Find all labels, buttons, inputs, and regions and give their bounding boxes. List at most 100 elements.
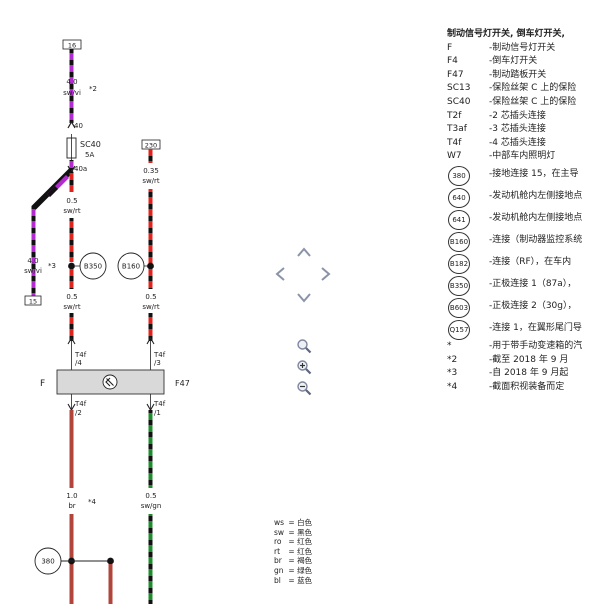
legend-item: 640-发动机舱内左侧接地点 (447, 186, 604, 208)
legend-desc: -连接（制动器监控系统 (489, 234, 583, 245)
pan-down-button[interactable] (296, 292, 312, 304)
color-key-row: sw = 黑色 (274, 528, 312, 538)
color-key-row: ws = 白色 (274, 518, 312, 528)
wire-size-label: 0.5 (145, 492, 156, 500)
legend-code: T2f (447, 110, 462, 121)
legend-code-circled: 641 (448, 209, 470, 230)
color-key-equals: = (286, 527, 298, 537)
junction-dot (147, 262, 154, 270)
legend-desc: -自 2018 年 9 月起 (489, 368, 569, 379)
legend-item: B160-连接（制动器监控系统 (447, 230, 604, 252)
fuse-name-label: SC40 (80, 140, 101, 149)
legend-item: F4-倒车灯开关 (447, 55, 604, 69)
color-name: 红色 (297, 546, 313, 556)
legend-code: SC40 (447, 96, 471, 107)
color-key-row: bl = 蓝色 (274, 576, 312, 586)
zoom-fit-button[interactable] (296, 338, 312, 354)
wire-br-right-low (108, 564, 113, 604)
legend-desc: -制动踏板开关 (489, 69, 547, 80)
legend-item: 641 -发动机舱内左侧接地点 (447, 208, 604, 230)
wire-size-label: 4.0 (66, 78, 77, 86)
switch-pin-label: /1 (154, 409, 161, 417)
ground-node-380: 380 (34, 547, 62, 575)
legend-desc: -3 芯插头连接 (489, 124, 546, 135)
wire-sw-rt-left-mid (69, 218, 74, 262)
pan-right-button[interactable] (320, 266, 332, 282)
legend-desc: -接地连接 15，在主导 (489, 168, 579, 179)
legend-code: *4 (447, 381, 458, 392)
pin-arrow-icon (67, 120, 76, 129)
color-abbr: br (274, 556, 282, 566)
pan-up-button[interactable] (296, 246, 312, 258)
switch-right-label: F47 (175, 379, 190, 388)
legend-code-circled: B350 (448, 275, 470, 296)
wire-sw-rt-left-mid2 (69, 269, 74, 289)
legend-desc: -发动机舱内左侧接地点 (489, 212, 583, 223)
legend-item: T3af -3 芯插头连接 (447, 123, 604, 137)
legend-title: 制动信号灯开关, 倒车灯开关, (447, 29, 565, 39)
pin-arrow-icon (67, 336, 76, 345)
legend-code: F4 (447, 56, 458, 67)
magnifier-icon (297, 339, 312, 354)
wire-sw-rt-right-top (148, 149, 153, 163)
color-name: 黑色 (297, 527, 313, 537)
fuse-rating-label: 5A (85, 151, 94, 159)
wire-sw-gn-right-low (148, 514, 153, 604)
wire-sw-rt-right-mid (148, 189, 153, 263)
legend-item: *3-自 2018 年 9 月起 (447, 367, 604, 381)
wire-note-label: *2 (89, 85, 97, 93)
switch-pin-label: /2 (75, 409, 82, 417)
wire-color-label: sw/rt (63, 207, 81, 215)
pin-arrow-icon (146, 336, 155, 345)
chevron-down-icon (297, 293, 311, 303)
wire-sw-rt-right-low (148, 313, 153, 341)
legend-item: *-用于带手动变速箱的汽 (447, 340, 604, 354)
pan-left-button[interactable] (274, 266, 286, 282)
node-b350: B350 (79, 252, 107, 280)
legend-desc: -2 芯插头连接 (489, 110, 546, 121)
color-abbr: bl (274, 575, 281, 585)
connector-15: 15 (24, 295, 42, 306)
color-key-row: gn = 绿色 (274, 566, 312, 576)
legend-item: 380-接地连接 15，在主导 (447, 164, 604, 186)
legend-code: * (447, 340, 452, 351)
legend-item: *2-截至 2018 年 9 月 (447, 354, 604, 368)
chevron-up-icon (297, 247, 311, 257)
wire-br-left (69, 410, 74, 488)
wire-sw-vi-branch (31, 206, 36, 296)
legend-code-circled: B182 (448, 253, 470, 274)
junction-dot (68, 262, 75, 270)
ground-node-label: 380 (41, 558, 54, 566)
legend-item: *4-截面积视装备而定 (447, 381, 604, 395)
switch-left-label: F (40, 379, 45, 389)
color-abbr: ro (274, 537, 282, 547)
legend-item: B182-连接（RF），在车内 (447, 252, 604, 274)
legend-item: B603-正极连接 2（30g）， (447, 296, 604, 318)
junction-dot (107, 557, 114, 565)
connector-15-label: 15 (29, 298, 37, 306)
legend-desc: -中部车内照明灯 (489, 151, 556, 162)
switch-pin-label: T4f (74, 351, 87, 359)
legend-desc: -保险丝架 C 上的保险 (489, 83, 577, 94)
connector-16-label: 16 (68, 42, 76, 50)
wire-size-label: 0.5 (66, 293, 77, 301)
color-key-equals: = (286, 556, 298, 566)
zoom-out-button[interactable] (296, 380, 312, 396)
legend-item: Q157-连接 1，在翼形尾门导 (447, 318, 604, 340)
wire-size-label: 0.5 (66, 197, 77, 205)
wire-sw-gn-right (148, 410, 153, 488)
color-key-row: br = 褐色 (274, 556, 312, 566)
switch-pin-label: T4f (74, 400, 87, 408)
wire-color-label: br (68, 502, 75, 510)
color-name: 绿色 (297, 565, 313, 575)
legend-desc: -连接 1，在翼形尾门导 (489, 322, 582, 333)
legend-code: T4f (447, 137, 462, 148)
legend-code: T3af (447, 124, 467, 135)
wire-note-label: *3 (48, 262, 56, 270)
zoom-in-button[interactable] (296, 359, 312, 375)
color-key-row: ro = 红色 (274, 537, 312, 547)
color-key-equals: = (286, 546, 298, 556)
legend-desc: -正极连接 2（30g）， (489, 300, 577, 311)
